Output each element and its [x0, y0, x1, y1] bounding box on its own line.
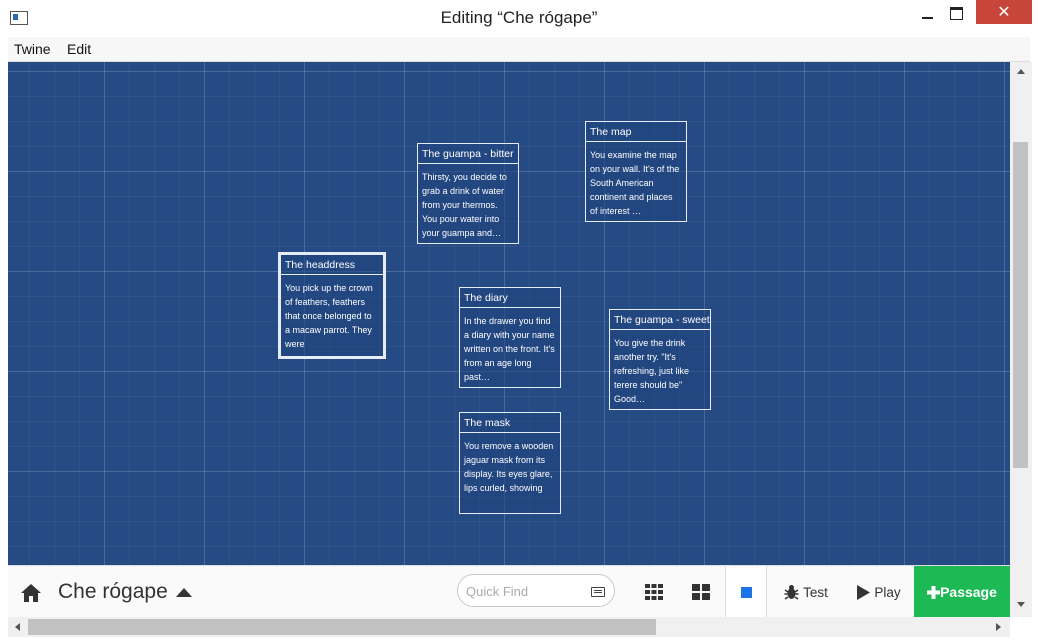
passage-label: Passage: [940, 584, 997, 600]
minimize-icon: [921, 16, 933, 19]
passage-card[interactable]: The headdress You pick up the crown of f…: [278, 252, 386, 359]
vertical-scroll-thumb[interactable]: [1013, 142, 1028, 468]
quick-find-field[interactable]: [457, 574, 615, 607]
minimize-button[interactable]: [906, 0, 948, 27]
passage-title: The guampa - sweet: [610, 310, 710, 330]
play-button[interactable]: Play: [846, 566, 912, 618]
passage-title: The headdress: [281, 255, 383, 275]
close-button[interactable]: ✕: [976, 0, 1032, 24]
vertical-scrollbar[interactable]: [1010, 62, 1032, 617]
grid-large-icon: [692, 584, 710, 600]
passage-excerpt: In the drawer you find a diary with your…: [464, 316, 555, 382]
menu-edit[interactable]: Edit: [67, 41, 92, 57]
scroll-left-icon[interactable]: [15, 623, 20, 631]
new-passage-button[interactable]: Passage: [914, 566, 1010, 618]
play-label: Play: [874, 584, 901, 600]
scroll-down-icon[interactable]: [1017, 602, 1025, 607]
scroll-up-icon[interactable]: [1017, 69, 1025, 74]
plus-icon: [927, 585, 941, 599]
square-icon: [740, 586, 752, 598]
passage-title: The guampa - bitter: [418, 144, 518, 164]
passage-card[interactable]: The diary In the drawer you find a diary…: [459, 287, 561, 388]
maximize-icon: [949, 7, 963, 20]
passage-card[interactable]: The mask You remove a wooden jaguar mask…: [459, 412, 561, 514]
horizontal-scrollbar[interactable]: [8, 617, 1010, 637]
zoom-structure-button[interactable]: [725, 566, 767, 618]
passage-excerpt: You give the drink another try. "It's re…: [614, 338, 690, 404]
passage-card[interactable]: The guampa - sweet You give the drink an…: [609, 309, 711, 410]
scroll-right-icon[interactable]: [996, 623, 1001, 631]
bug-icon: [784, 585, 799, 600]
grid-small-icon: [645, 584, 663, 600]
home-icon: [21, 584, 41, 602]
keyboard-icon[interactable]: [591, 587, 605, 597]
play-icon: [857, 584, 871, 600]
home-button[interactable]: [20, 583, 42, 608]
close-icon: ✕: [997, 4, 1011, 21]
passage-title: The mask: [460, 413, 560, 433]
story-title[interactable]: Che rógape: [58, 580, 168, 603]
app-icon: [10, 11, 28, 25]
horizontal-scroll-thumb[interactable]: [28, 619, 656, 635]
story-toolbar: Che rógape Test Play: [8, 565, 1010, 618]
quick-find-input[interactable]: [464, 581, 586, 601]
passage-card[interactable]: The guampa - bitter Thirsty, you decide …: [417, 143, 519, 244]
passage-excerpt: You remove a wooden jaguar mask from its…: [464, 441, 554, 493]
passage-excerpt: You pick up the crown of feathers, feath…: [285, 283, 373, 349]
passage-title: The diary: [460, 288, 560, 308]
show-titles-only-button[interactable]: [685, 566, 717, 618]
menu-twine[interactable]: Twine: [14, 41, 51, 57]
title-bar: Editing “Che rógape” ✕: [0, 0, 1038, 37]
passage-title: The map: [586, 122, 686, 142]
maximize-button[interactable]: [935, 0, 977, 27]
passage-excerpt: You examine the map on your wall. It's o…: [590, 150, 680, 216]
menu-bar: Twine Edit: [8, 37, 1030, 62]
story-map-canvas[interactable]: The guampa - bitter Thirsty, you decide …: [8, 62, 1010, 565]
test-button[interactable]: Test: [771, 566, 841, 618]
show-titles-excerpts-button[interactable]: [638, 566, 670, 618]
test-label: Test: [803, 584, 828, 600]
window-title: Editing “Che rógape”: [440, 8, 598, 27]
passage-card[interactable]: The map You examine the map on your wall…: [585, 121, 687, 222]
passage-excerpt: Thirsty, you decide to grab a drink of w…: [422, 172, 507, 238]
caret-up-icon[interactable]: [176, 588, 192, 597]
